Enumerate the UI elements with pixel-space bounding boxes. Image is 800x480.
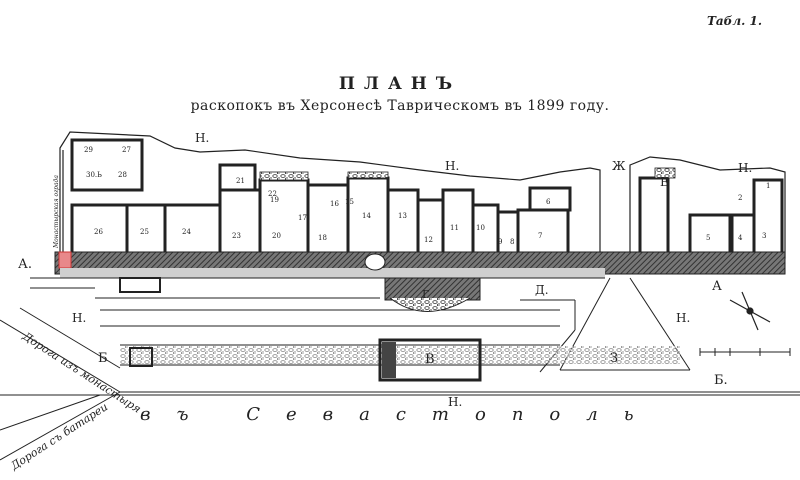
section-mark-a-left: А. <box>18 257 32 272</box>
room-number: 10 <box>476 224 485 232</box>
hatched-platform-g <box>384 277 481 301</box>
room-number: 7 <box>538 232 542 240</box>
room-walls-stone <box>259 167 676 181</box>
small-structure <box>119 277 161 293</box>
shade-band <box>60 268 605 278</box>
circular-platform <box>389 297 471 312</box>
room-number: 24 <box>182 228 191 236</box>
side-roads <box>0 307 121 461</box>
area-mark-h1: Н. <box>195 131 209 145</box>
highlight-marker <box>58 251 72 269</box>
room-number: 11 <box>450 224 459 232</box>
area-mark-h5: Н. <box>676 311 690 325</box>
room-number: 23 <box>232 232 241 240</box>
room-number: 13 <box>398 212 407 220</box>
stone-road-band <box>120 346 680 364</box>
section-mark-b-left: Б <box>98 351 108 366</box>
room-number: 20 <box>272 232 281 240</box>
room-number: 29 <box>84 146 93 154</box>
road-sevastopol-label: въ Севастополь <box>140 404 660 425</box>
road-monastery-label: Дорога изъ монастыря <box>20 329 144 416</box>
room-number: 4 <box>738 234 743 242</box>
compass-rose-icon <box>729 291 771 331</box>
area-mark-zh: Ж <box>612 159 626 173</box>
plate-label: Табл. 1. <box>706 14 762 28</box>
area-mark-h2: Н. <box>445 159 459 173</box>
area-mark-z: З <box>610 351 618 366</box>
room-number: 3 <box>762 232 766 240</box>
section-mark-a-right: А <box>712 279 722 294</box>
room-number: 15 <box>345 198 354 206</box>
room-number: 12 <box>424 236 433 244</box>
room-number: 5 <box>706 234 710 242</box>
room-number: 1 <box>766 182 770 190</box>
room-number: 8 <box>510 238 514 246</box>
monastery-wall-label: Монастырская ограда <box>53 175 60 249</box>
area-mark-h3: Н. <box>738 161 752 175</box>
room-numbers: 29 27 30.Ь 28 26 25 24 23 22 21 20 19 18… <box>84 146 770 246</box>
room-number: 26 <box>94 228 103 236</box>
plan-subtitle: раскопокъ въ Херсонесѣ Таврическомъ въ 1… <box>190 98 610 114</box>
room-number: 18 <box>318 234 327 242</box>
room-number: 22 <box>268 190 277 198</box>
section-mark-b-right: Б. <box>714 373 728 388</box>
area-mark-g: Г <box>422 288 429 301</box>
area-mark-v: В <box>425 352 435 367</box>
small-building <box>129 347 153 367</box>
area-mark-h6: Н. <box>448 395 462 409</box>
area-mark-e: Е <box>660 175 669 189</box>
room-number: 21 <box>236 177 245 185</box>
plan-title: ПЛАНЪ <box>338 74 462 94</box>
road-battery-label: Дорога съ батареи <box>8 400 110 473</box>
room-number: 2 <box>738 194 742 202</box>
room-number: 27 <box>122 146 131 154</box>
room-number: 25 <box>140 228 149 236</box>
room-number: 28 <box>118 171 127 179</box>
room-number: 6 <box>546 198 551 206</box>
room-number: 14 <box>362 212 371 220</box>
room-number: 30.Ь <box>86 171 102 179</box>
room-number: 17 <box>298 214 307 222</box>
area-mark-d: Д. <box>535 283 549 297</box>
building-v <box>378 338 482 382</box>
scale-bar <box>699 348 791 356</box>
room-number: 16 <box>330 200 339 208</box>
room-number: 19 <box>270 196 279 204</box>
well-circle <box>364 253 386 271</box>
area-mark-h4: Н. <box>72 311 86 325</box>
excavation-outline-main <box>59 131 786 259</box>
room-number: 9 <box>498 238 502 246</box>
